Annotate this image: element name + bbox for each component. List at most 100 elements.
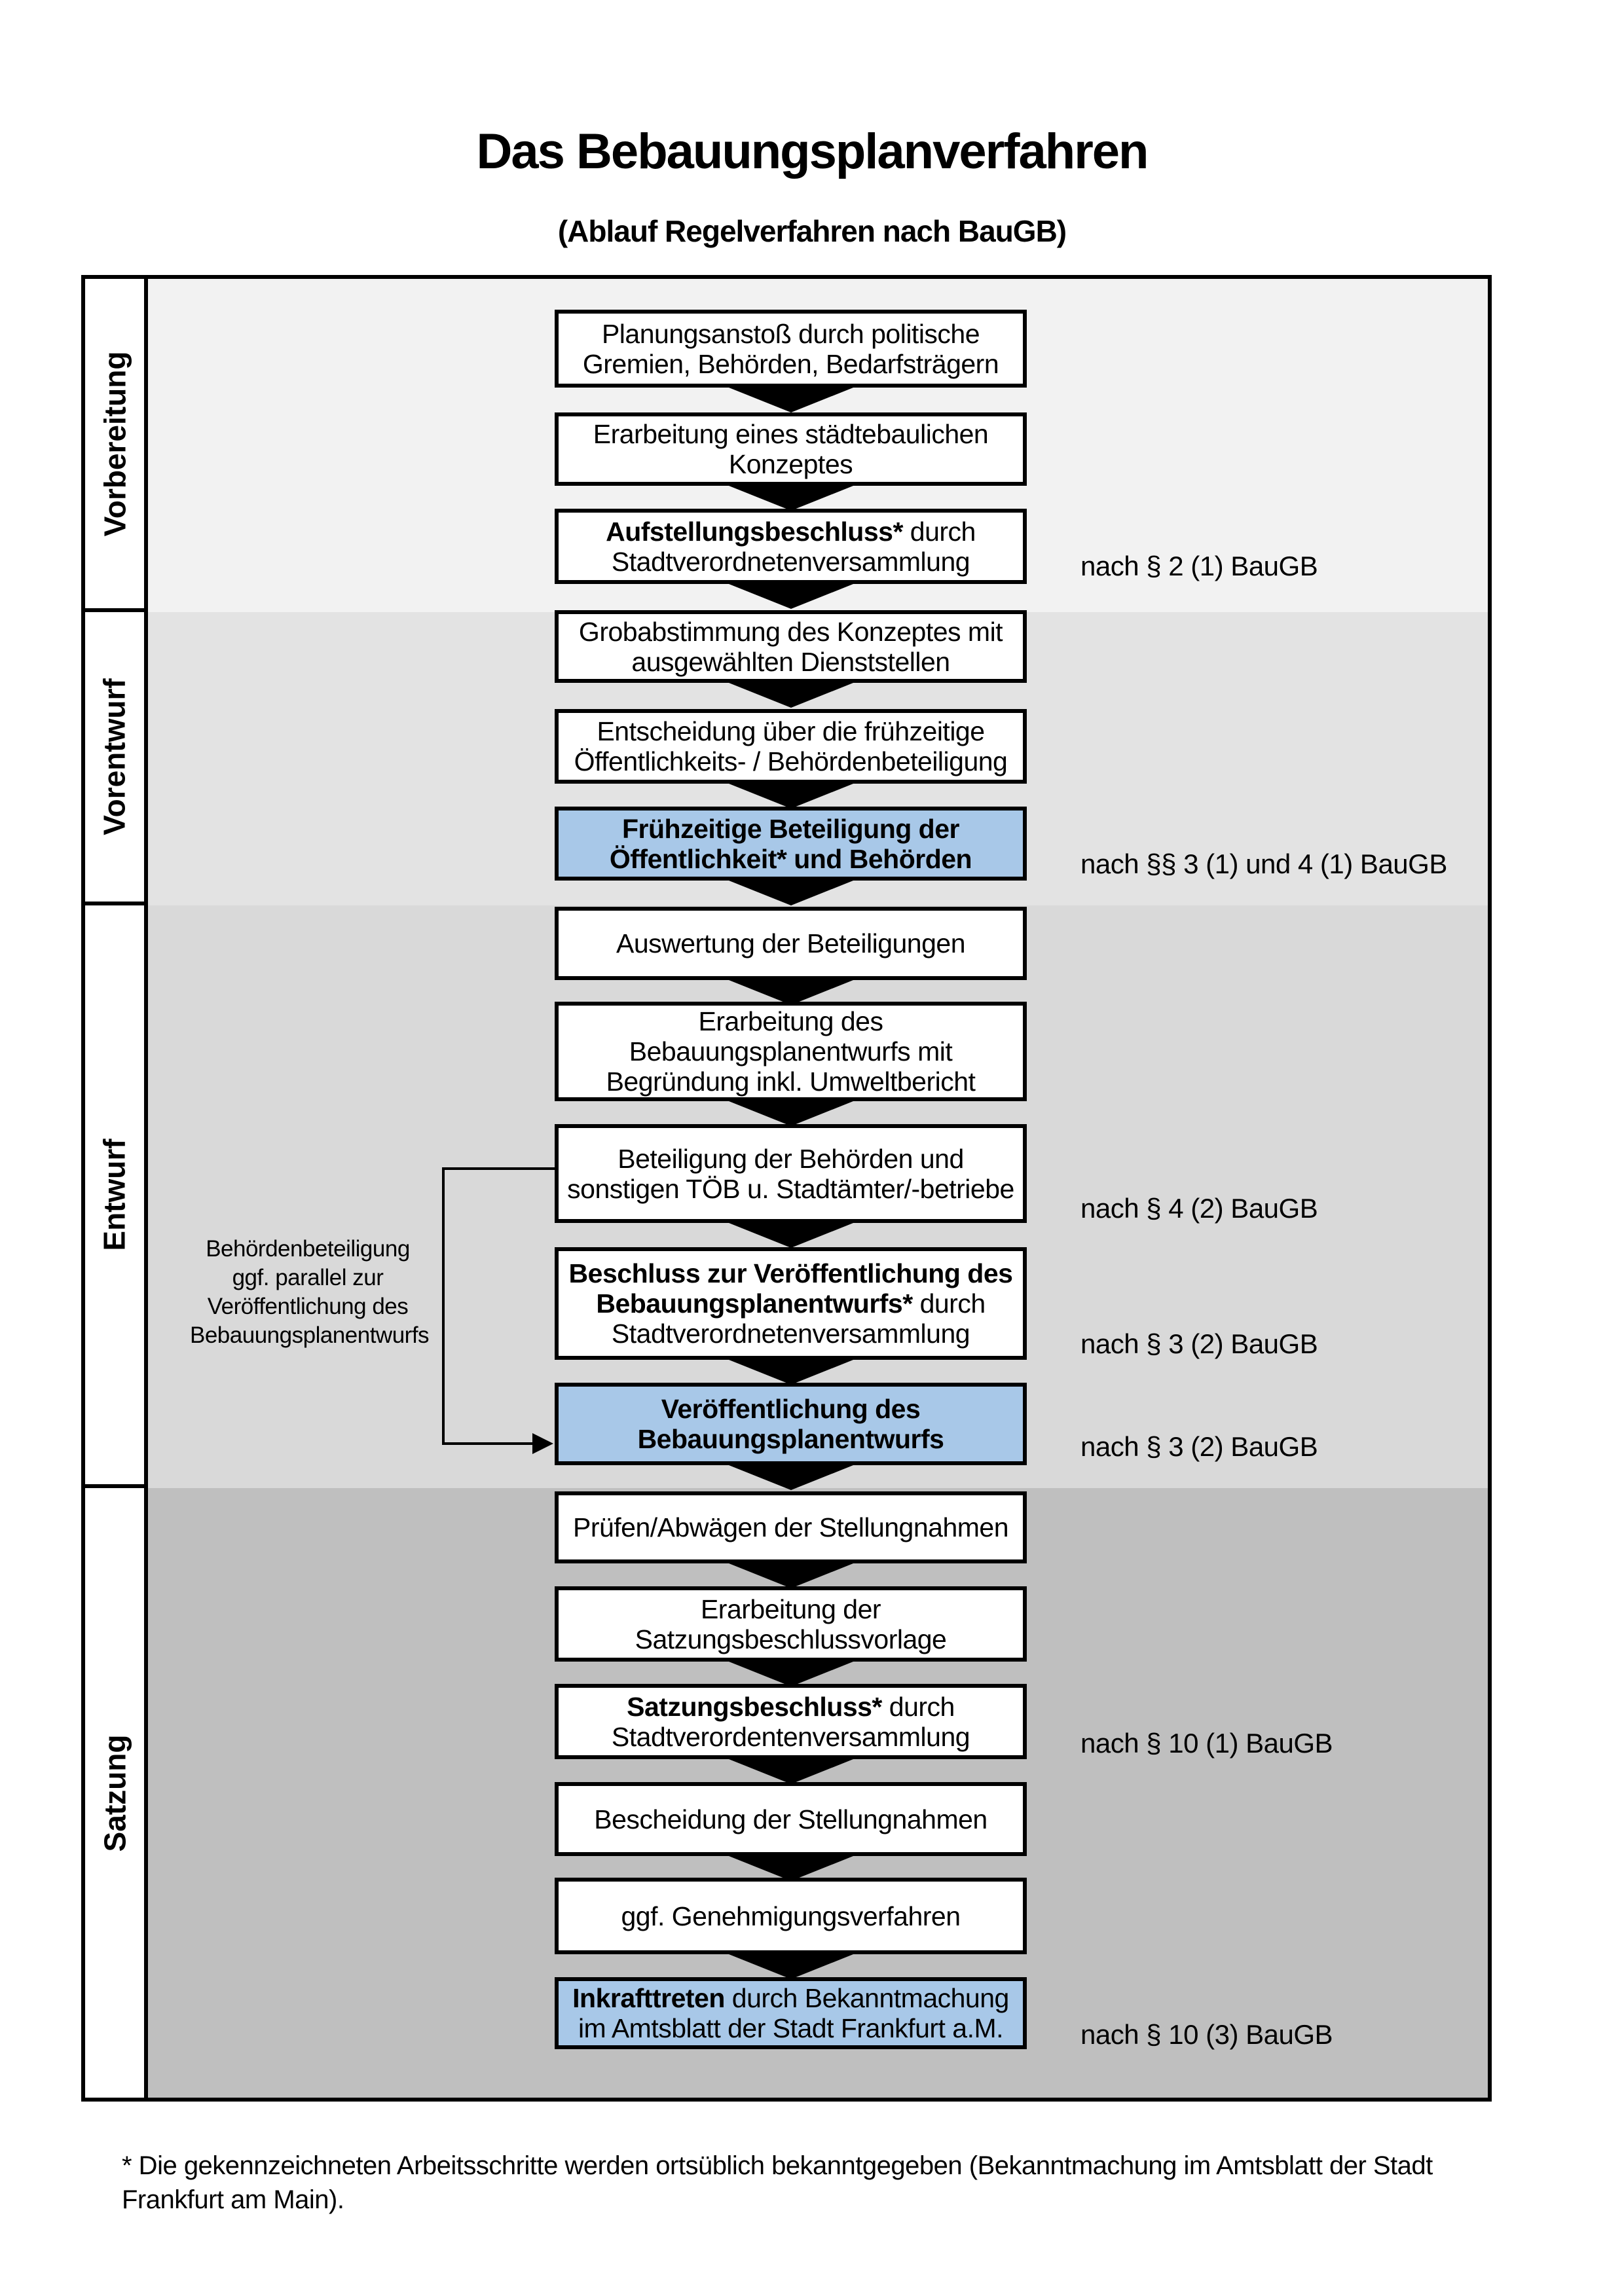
step-text: Stadtverordnetenversammlung: [611, 546, 970, 577]
step-text-bold: Beschluss zur Veröffentlichung des: [568, 1258, 1013, 1288]
step-text: Stadtverordentenversammlung: [611, 1721, 970, 1752]
pruefen-abwaegen-step: Prüfen/Abwägen der Stellungnahmen: [555, 1491, 1027, 1563]
genehmigungsverfahren-step: ggf. Genehmigungsverfahren: [555, 1878, 1027, 1954]
step-text-bold: Inkrafttreten: [572, 1983, 725, 2013]
step-text-bold: Bebauungsplanentwurfs: [637, 1424, 944, 1454]
step-text: Erarbeitung eines städtebaulichen: [593, 419, 989, 449]
step-text: Bescheidung der Stellungnahmen: [594, 1804, 987, 1834]
step-text: durch: [881, 1691, 955, 1722]
step-text: Satzungsbeschlussvorlage: [635, 1624, 947, 1654]
step-line: Entscheidung über die frühzeitige: [559, 716, 1023, 746]
legal-reference: nach § 3 (2) BauGB: [1080, 1431, 1318, 1462]
step-line: Öffentlichkeits- / Behördenbeteiligung: [559, 746, 1023, 776]
step-text: Erarbeitung des: [698, 1006, 883, 1036]
arrow-down-icon: [726, 1100, 857, 1126]
step-line: ggf. Genehmigungsverfahren: [559, 1901, 1023, 1931]
veroeffentlichungs-beschluss-step: Beschluss zur Veröffentlichung des Bebau…: [555, 1247, 1027, 1360]
step-line: Stadtverordentenversammlung: [559, 1722, 1023, 1752]
legal-reference: nach § 3 (2) BauGB: [1080, 1328, 1318, 1359]
step-line: Satzungsbeschlussvorlage: [559, 1624, 1023, 1654]
auswertung-step: Auswertung der Beteiligungen: [555, 907, 1027, 980]
step-text: Öffentlichkeits- / Behördenbeteiligung: [574, 746, 1008, 776]
step-text: durch: [912, 1288, 986, 1319]
arrow-down-icon: [726, 1855, 857, 1881]
aufstellungsbeschluss-step: Aufstellungsbeschluss* durch Stadtverord…: [555, 509, 1027, 584]
phase-label-cell-satzung: Satzung: [85, 1488, 148, 2098]
phase-label-vorentwurf: Vorentwurf: [98, 678, 132, 835]
arrow-down-icon: [726, 484, 857, 511]
legal-reference: nach § 2 (1) BauGB: [1080, 551, 1318, 581]
inkrafttreten-step: Inkrafttreten durch Bekanntmachung im Am…: [555, 1977, 1027, 2049]
legal-reference: nach § 10 (3) BauGB: [1080, 2019, 1333, 2050]
connector-line: [442, 1442, 534, 1445]
arrow-down-icon: [726, 1660, 857, 1686]
step-text-bold: Veröffentlichung des: [661, 1394, 921, 1424]
step-text: im Amtsblatt der Stadt Frankfurt a.M.: [578, 2013, 1004, 2043]
satzungsbeschluss-step: Satzungsbeschluss* durch Stadtverordente…: [555, 1684, 1027, 1759]
footnote: * Die gekennzeichneten Arbeitsschritte w…: [122, 2149, 1433, 2217]
step-text: sonstigen TÖB u. Stadtämter/-betriebe: [567, 1173, 1014, 1204]
fruehzeitige-beteiligung-step: Frühzeitige Beteiligung der Öffentlichke…: [555, 807, 1027, 881]
step-line: ausgewählten Dienststellen: [559, 647, 1023, 677]
step-line: Konzeptes: [559, 449, 1023, 479]
step-line: sonstigen TÖB u. Stadtämter/-betriebe: [559, 1174, 1023, 1204]
step-text: Grobabstimmung des Konzeptes mit: [578, 616, 1003, 647]
page-title: Das Bebauungsplanverfahren: [476, 124, 1149, 179]
legal-reference: nach § 4 (2) BauGB: [1080, 1193, 1318, 1224]
arrow-down-icon: [726, 1358, 857, 1385]
step-text: Begründung inkl. Umweltbericht: [606, 1066, 976, 1097]
step-text: Stadtverordnetenversammlung: [611, 1319, 970, 1349]
arrow-down-icon: [726, 583, 857, 609]
step-text-bold: Satzungsbeschluss*: [627, 1691, 882, 1722]
phase-label-cell-vorbereitung: Vorbereitung: [85, 279, 148, 612]
konzept-erarbeitung-step: Erarbeitung eines städtebaulichen Konzep…: [555, 412, 1027, 486]
step-line: Erarbeitung eines städtebaulichen: [559, 419, 1023, 449]
step-line: Erarbeitung der: [559, 1594, 1023, 1624]
connector-line: [442, 1167, 555, 1170]
arrow-down-icon: [726, 682, 857, 708]
arrow-down-icon: [726, 979, 857, 1005]
step-text: ggf. Genehmigungsverfahren: [621, 1901, 961, 1931]
step-text-bold: Bebauungsplanentwurfs*: [596, 1288, 913, 1319]
step-line: Begründung inkl. Umweltbericht: [559, 1066, 1023, 1097]
arrow-down-icon: [726, 1953, 857, 1979]
footnote-line: * Die gekennzeichneten Arbeitsschritte w…: [122, 2151, 1433, 2180]
satzungsvorlage-step: Erarbeitung der Satzungsbeschlussvorlage: [555, 1586, 1027, 1662]
step-text: ausgewählten Dienststellen: [631, 646, 950, 677]
arrow-down-icon: [726, 879, 857, 905]
step-line: Grobabstimmung des Konzeptes mit: [559, 617, 1023, 647]
connector-line: [442, 1167, 445, 1445]
step-text: durch Bekanntmachung: [724, 1983, 1010, 2013]
planungsanstoss-step: Planungsanstoß durch politische Gremien,…: [555, 310, 1027, 388]
step-line: Planungsanstoß durch politische: [559, 319, 1023, 349]
step-text: Erarbeitung der: [700, 1594, 881, 1624]
legal-reference: nach §§ 3 (1) und 4 (1) BauGB: [1080, 848, 1447, 879]
step-line: Bebauungsplanentwurfs* durch: [559, 1288, 1023, 1319]
arrow-down-icon: [726, 1562, 857, 1588]
arrow-down-icon: [726, 386, 857, 412]
step-text: Beteiligung der Behörden und: [618, 1143, 964, 1174]
step-text: Bebauungsplanentwurfs mit: [629, 1036, 953, 1066]
step-text-bold: Aufstellungsbeschluss*: [606, 516, 903, 547]
arrow-down-icon: [726, 1758, 857, 1784]
parallel-note-line: Veröffentlichung des: [207, 1294, 409, 1319]
legal-reference: nach § 10 (1) BauGB: [1080, 1728, 1333, 1758]
phase-label-vorbereitung: Vorbereitung: [98, 351, 132, 536]
entscheidung-beteiligung-step: Entscheidung über die frühzeitige Öffent…: [555, 709, 1027, 784]
entwurf-erarbeitung-step: Erarbeitung des Bebauungsplanentwurfs mi…: [555, 1002, 1027, 1101]
grobabstimmung-step: Grobabstimmung des Konzeptes mit ausgewä…: [555, 610, 1027, 683]
step-line: Stadtverordnetenversammlung: [559, 1319, 1023, 1349]
parallel-note-line: Bebauungsplanentwurfs: [190, 1322, 430, 1348]
step-text-bold: Frühzeitige Beteiligung der: [622, 813, 959, 844]
step-line: Bebauungsplanentwurfs: [559, 1424, 1023, 1454]
step-line: Bebauungsplanentwurfs mit: [559, 1036, 1023, 1066]
arrow-down-icon: [726, 1464, 857, 1490]
behoerden-beteiligung-step: Beteiligung der Behörden und sonstigen T…: [555, 1124, 1027, 1223]
step-line: Bescheidung der Stellungnahmen: [559, 1804, 1023, 1834]
bescheidung-step: Bescheidung der Stellungnahmen: [555, 1782, 1027, 1856]
step-text: durch: [902, 516, 976, 547]
step-text: Planungsanstoß durch politische: [601, 318, 980, 349]
step-line: Stadtverordnetenversammlung: [559, 547, 1023, 577]
step-text: Auswertung der Beteiligungen: [616, 928, 966, 958]
